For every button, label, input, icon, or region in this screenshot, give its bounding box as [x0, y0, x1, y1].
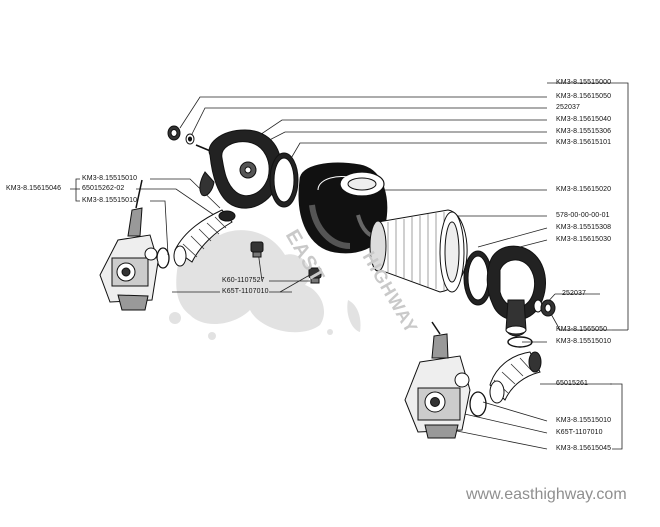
label-right-8: KM3-8.15515308 [556, 224, 612, 231]
label-right-7: 578-00-00-00-01 [556, 212, 610, 219]
label-right-1: KM3-8.15615050 [556, 93, 612, 100]
washer-small [185, 133, 195, 145]
label-right-11: KM3-8.1565050 [556, 326, 608, 333]
label-right-14: KM3-8.15515010 [556, 417, 612, 424]
nut-small [167, 125, 181, 141]
label-left-group: KM3-8.15615046 [6, 185, 62, 192]
label-right-2: 252037 [556, 104, 580, 111]
label-right-6: KM3-8.15615020 [556, 186, 612, 193]
label-right-0: KM3-8.15515000 [556, 79, 612, 86]
label-left-c: KM3-8.15515010 [82, 197, 138, 204]
end-cover [486, 245, 546, 337]
cover-plate [199, 129, 282, 209]
filter-housing [298, 162, 388, 254]
gasket-ring-1 [269, 152, 299, 208]
label-right-15: K65T-1107010 [556, 429, 603, 436]
fitting-b [308, 267, 322, 284]
label-right-3: KM3-8.15615040 [556, 116, 612, 123]
label-right-13: 65015261 [556, 380, 588, 387]
label-right-10: 252037 [562, 290, 586, 297]
clamp-ring-right [507, 336, 533, 348]
intake-hose-right [489, 351, 542, 404]
label-right-9: KM3-8.15615030 [556, 236, 612, 243]
gasket-ring-2 [463, 250, 493, 306]
intake-hose-left [173, 209, 236, 267]
filter-element [369, 209, 468, 293]
label-right-4: KM3-8.15515306 [556, 128, 612, 135]
fitting-a [250, 241, 264, 258]
label-center-k65: K65T-1107010 [222, 288, 269, 295]
carburetor-left [99, 179, 159, 311]
clamp-ring-left [156, 247, 170, 269]
carburetor-right [404, 321, 471, 439]
watermark-splash [169, 228, 361, 340]
label-center-k60: K60-1107527 [222, 277, 265, 284]
label-right-16: KM3-8.15615045 [556, 445, 612, 452]
parts [99, 125, 556, 439]
label-left-b: 65015262-02 [82, 185, 125, 192]
label-right-5: KM3-8.15615101 [556, 139, 612, 146]
nut-right [540, 299, 556, 317]
label-right-12: KM3-8.15515010 [556, 338, 612, 345]
clamp-ring-right-lower [469, 391, 487, 417]
label-left-a: KM3-8.15515010 [82, 175, 138, 182]
watermark-url: www.easthighway.com [466, 486, 627, 503]
